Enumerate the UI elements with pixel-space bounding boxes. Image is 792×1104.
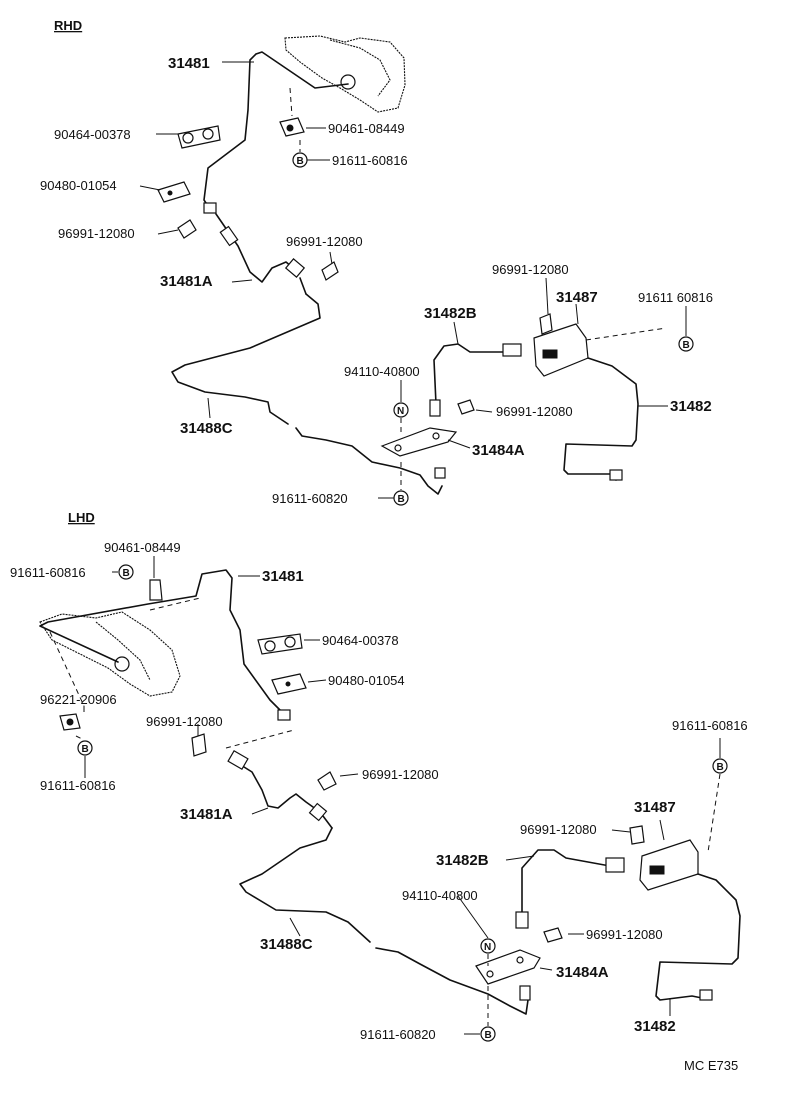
rhd-label-31481a: 31481A [160,273,213,290]
rhd-clamp-90461-icon [279,117,305,137]
rhd-master-cylinder-icon [284,35,406,113]
rhd-hose-31481a [215,213,299,283]
rhd-label-96991-12080-c: 96991-12080 [492,262,569,277]
rhd-label-31482: 31482 [670,398,712,415]
diagram-code: MC E735 [684,1058,738,1073]
lhd-bolt-b-label-3: B [717,762,724,773]
rhd-fitting-icon [203,202,217,214]
lhd-label-90480-01054: 90480-01054 [328,673,405,688]
lhd-fitting-icon [277,709,291,721]
lhd-hose-31481a [235,761,333,829]
lhd-heading: LHD [68,510,95,525]
lhd-clamp-90461-icon [149,579,163,601]
lhd-label-31481a: 31481A [180,806,233,823]
rhd-label-96991-12080-d: 96991-12080 [496,404,573,419]
lhd-bolt-b-icon-3: B [712,758,728,774]
lhd-nut-n-label: N [484,942,491,953]
lhd-label-91611-60816-c: 91611-60816 [672,718,748,733]
rhd-grommet-90480-icon [157,181,191,203]
lhd-bolt-b-icon-4: B [480,1026,496,1042]
lhd-label-31481: 31481 [262,568,304,585]
rhd-label-90464-00378: 90464-00378 [54,127,131,142]
rhd-bolt-b-label-3: B [398,494,405,505]
lhd-label-96221-20906: 96221-20906 [40,692,117,707]
rhd-bolt-b-label-1: B [297,156,304,167]
rhd-pipe-end-fitting-icon [434,467,446,479]
lhd-hose-31482b [521,849,611,913]
lhd-pipe-31482 [655,873,741,1001]
lhd-master-cylinder-icon [39,611,181,697]
rhd-label-31488c: 31488C [180,420,233,437]
rhd-label-91611-60816-a: 91611-60816 [332,153,408,168]
lhd-bolt-b-icon-2: B [77,740,93,756]
lhd-label-96991-12080-c: 96991-12080 [520,822,597,837]
rhd-pipe-31488c [171,293,443,495]
rhd-label-31487: 31487 [556,289,598,306]
rhd-label-94110-40800: 94110-40800 [344,364,420,379]
rhd-label-96991-12080-a: 96991-12080 [58,226,135,241]
rhd-clip-96991-a-icon [177,219,197,239]
lhd-bolt-b-label-2: B [82,744,89,755]
rhd-label-91611-60820: 91611-60820 [272,491,348,506]
rhd-clip-96991-d-icon [457,399,475,415]
lhd-nut-n-icon: N [480,938,496,954]
rhd-heading: RHD [54,18,82,33]
rhd-clip-96991-c-icon [539,313,553,335]
lhd-grommet-90480-icon [271,673,307,695]
lhd-label-31487: 31487 [634,799,676,816]
lhd-label-31484a: 31484A [556,964,609,981]
lhd-bracket-31484a-icon [475,949,541,985]
rhd-pipe-31482 [563,357,639,481]
lhd-bracket-31487-icon [639,839,699,891]
rhd-label-90480-01054: 90480-01054 [40,178,117,193]
lhd-label-91611-60820: 91611-60820 [360,1027,436,1042]
lhd-grommet-96221-icon [59,713,81,731]
rhd-label-31484a: 31484A [472,442,525,459]
lhd-label-90464-00378: 90464-00378 [322,633,399,648]
rhd-clamp-90464-icon [177,125,221,149]
rhd-label-31482b: 31482B [424,305,477,322]
lhd-label-94110-40800: 94110-40800 [402,888,478,903]
lhd-label-96991-12080-a: 96991-12080 [146,714,223,729]
lhd-label-91611-60816-a: 91611-60816 [10,565,86,580]
lhd-bolt-b-icon-1: B [118,564,134,580]
rhd-label-91611-60816-b: 91611 60816 [638,290,713,305]
lhd-clip-96991-a-icon [191,733,207,757]
rhd-bolt-b-icon-1: B [292,152,308,168]
lhd-pipe-end-fitting-icon [519,985,531,1001]
lhd-clamp-90464-icon [257,633,303,655]
rhd-bolt-b-icon-3: B [393,490,409,506]
lhd-label-90461-08449: 90461-08449 [104,540,181,555]
lhd-pipe-31481 [39,569,285,715]
lhd-label-96991-12080-b: 96991-12080 [362,767,439,782]
rhd-nut-n-label: N [397,406,404,417]
rhd-bracket-31484a-icon [380,427,458,457]
rhd-section: RHD [40,18,713,506]
lhd-clip-96991-c-icon [629,825,645,845]
lhd-bolt-b-label-1: B [123,568,130,579]
rhd-label-90461-08449: 90461-08449 [328,121,405,136]
rhd-label-31481: 31481 [168,55,210,72]
lhd-label-31482: 31482 [634,1018,676,1035]
lhd-clip-96991-b-icon [317,771,337,791]
lhd-label-91611-60816-b: 91611-60816 [40,778,116,793]
lhd-pipe-31488c [239,827,529,1015]
rhd-hose-31482b [433,343,505,405]
lhd-label-96991-12080-d: 96991-12080 [586,927,663,942]
lhd-clip-96991-d-icon [543,927,563,943]
rhd-label-96991-12080-b: 96991-12080 [286,234,363,249]
lhd-label-31488c: 31488C [260,936,313,953]
rhd-clip-96991-b-icon [321,261,339,281]
rhd-nut-n-icon: N [393,402,409,418]
rhd-pipe-31481 [203,51,349,213]
rhd-bolt-b-icon-2: B [678,336,694,352]
lhd-section: LHD [10,510,748,1042]
lhd-label-31482b: 31482B [436,852,489,869]
rhd-bolt-b-label-2: B [683,340,690,351]
lhd-bolt-b-label-4: B [485,1030,492,1041]
